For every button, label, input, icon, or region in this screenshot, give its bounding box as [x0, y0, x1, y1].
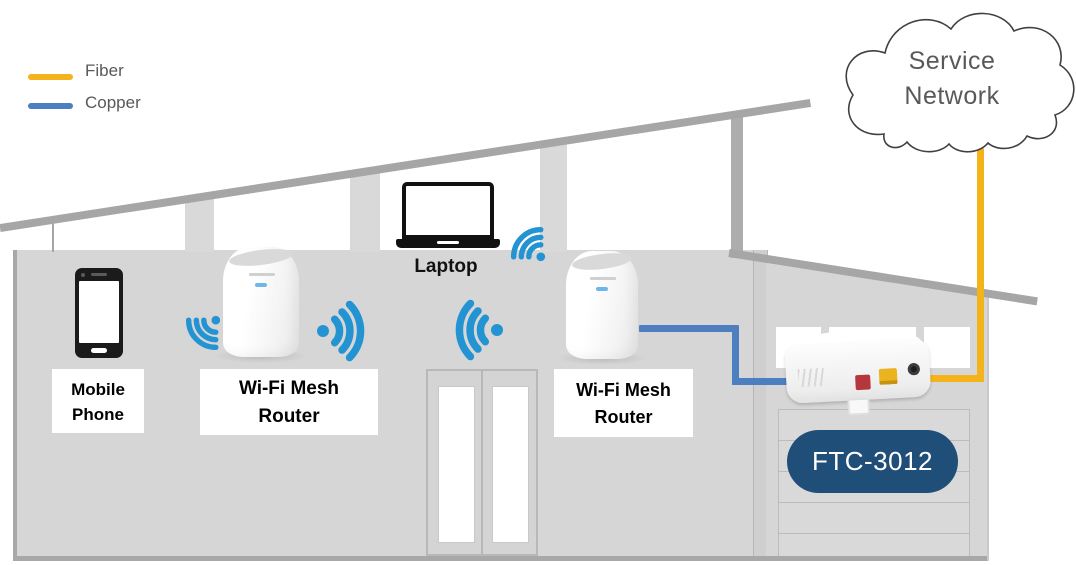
ont-mount-clip — [847, 397, 871, 416]
shelf-row — [778, 533, 970, 557]
roof-support-beam — [731, 112, 743, 258]
router-1-label: Wi-Fi Mesh Router — [200, 369, 378, 435]
laptop-notch — [437, 241, 459, 244]
roof-pillar — [350, 172, 380, 252]
fiber-cable-segment — [928, 375, 984, 382]
ftc-3012-badge: FTC-3012 — [787, 430, 958, 493]
left-wall-line — [52, 220, 54, 252]
router-led — [254, 283, 267, 287]
router-brand-mark — [248, 273, 275, 276]
roof-pillar — [185, 198, 214, 252]
window — [924, 327, 970, 368]
mesh-router-2 — [566, 250, 638, 359]
double-door — [426, 369, 538, 556]
laptop-screen — [402, 182, 494, 239]
ont-vents — [797, 367, 825, 388]
service-network-cloud — [845, 12, 1075, 153]
door-panel — [492, 386, 529, 543]
copper-cable-segment — [732, 378, 794, 385]
phone-camera-dot — [81, 273, 85, 277]
floor-line — [13, 556, 987, 561]
fiber-cable-segment — [977, 148, 984, 382]
fiber-legend-label: Fiber — [85, 61, 124, 80]
router-brand-mark — [590, 277, 617, 280]
laptop-icon — [396, 180, 500, 248]
router-2-label: Wi-Fi Mesh Router — [554, 369, 693, 437]
ont-label-red — [855, 374, 871, 391]
phone-speaker — [91, 273, 107, 276]
copper-cable-segment — [639, 325, 737, 332]
copper-cable-segment — [732, 325, 739, 385]
mobile-phone-label: Mobile Phone — [52, 369, 144, 433]
laptop-label: Laptop — [414, 256, 478, 277]
router-led — [596, 287, 609, 291]
router-top-cap — [571, 250, 633, 273]
mesh-router-1 — [223, 246, 299, 357]
mobile-phone-icon — [75, 268, 123, 358]
router-top-cap — [228, 246, 294, 269]
cloud-outline — [845, 12, 1075, 153]
roof-pillar — [540, 143, 567, 252]
fiber-line-swatch — [28, 74, 73, 80]
service-network-label: Service Network — [904, 47, 1000, 110]
phone-screen — [79, 281, 119, 343]
copper-legend-label: Copper — [85, 93, 141, 112]
interior-wall-divider — [753, 250, 768, 561]
shelf-row — [778, 502, 970, 534]
door-panel — [438, 386, 475, 543]
left-wall-edge — [13, 250, 17, 561]
phone-home-button — [91, 348, 107, 353]
ont-device — [784, 326, 936, 422]
ont-lan-port — [878, 368, 898, 385]
copper-line-swatch — [28, 103, 73, 109]
door-divider — [481, 371, 483, 554]
